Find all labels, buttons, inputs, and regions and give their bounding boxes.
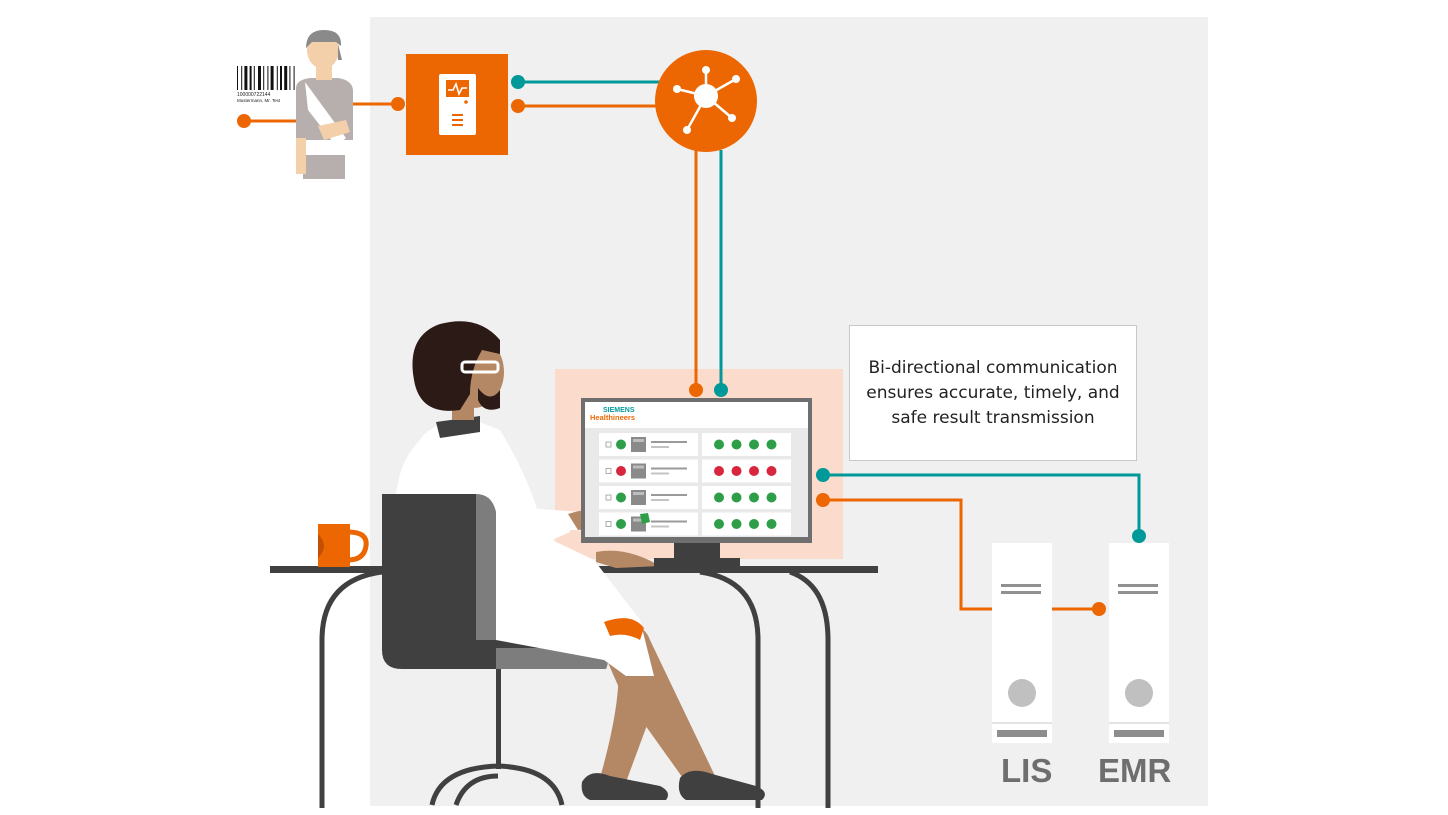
monitor-row <box>599 433 791 456</box>
monitor <box>581 398 812 567</box>
barcode-bar <box>289 66 291 90</box>
barcode-bar <box>263 66 265 90</box>
row-indicator-icon <box>731 439 742 450</box>
barcode-bar <box>249 66 252 90</box>
row-checkbox[interactable] <box>605 468 612 474</box>
barcode-bar <box>293 66 295 90</box>
barcode-bar <box>258 66 261 90</box>
brand-siemens: SIEMENS <box>603 407 635 414</box>
row-checkbox[interactable] <box>605 494 612 501</box>
brand-healthineers: Healthineers <box>590 413 636 422</box>
coffee-mug <box>318 524 369 567</box>
barcode-bar <box>253 66 255 90</box>
barcode-bar <box>276 66 278 90</box>
row-checkbox[interactable] <box>605 521 612 527</box>
row-indicator-icon <box>714 519 724 529</box>
barcode-bar <box>284 66 288 90</box>
monitor-row <box>599 486 791 509</box>
row-indicator-icon <box>749 466 759 476</box>
monitor-row <box>599 512 791 536</box>
barcode-bar <box>241 66 243 90</box>
monitor-rows <box>599 433 791 536</box>
row-indicator-icon <box>731 466 742 476</box>
check-status-icon <box>616 492 626 503</box>
callout-text: Bi-directional communication ensures acc… <box>866 357 1120 428</box>
barcode-bar <box>280 66 282 90</box>
check-status-icon <box>616 439 626 450</box>
lis-label: LIS <box>1001 752 1053 789</box>
row-indicator-icon <box>766 466 777 476</box>
clinician-figure <box>396 321 765 800</box>
barcode-name: Mustermann, Mr. Test <box>237 98 281 103</box>
row-indicator-icon <box>749 519 759 529</box>
hub-network-icon <box>655 50 757 152</box>
barcode-bar <box>270 66 274 90</box>
callout-box: Bi-directional communication ensures acc… <box>849 325 1137 461</box>
connection-dots <box>237 75 1146 616</box>
barcode-number: 100000722144 <box>237 92 271 98</box>
barcode-bar <box>267 66 269 90</box>
monitor-row <box>599 459 791 483</box>
row-indicator-icon <box>714 466 724 476</box>
analyzer-device-icon <box>406 54 508 155</box>
row-indicator-icon <box>766 492 777 503</box>
row-indicator-icon <box>766 439 777 450</box>
row-indicator-icon <box>714 439 724 450</box>
emr-label: EMR <box>1098 752 1172 789</box>
barcode-bar <box>237 66 238 90</box>
row-checkbox[interactable] <box>605 441 612 448</box>
lis-server <box>992 543 1052 743</box>
row-indicator-icon <box>749 492 759 503</box>
row-indicator-icon <box>749 439 759 450</box>
row-indicator-icon <box>731 519 742 529</box>
row-indicator-icon <box>766 519 777 529</box>
row-indicator-icon <box>731 492 742 503</box>
error-status-icon <box>616 466 626 476</box>
row-indicator-icon <box>714 492 724 503</box>
emr-server <box>1109 543 1169 743</box>
patient-barcode <box>237 66 295 90</box>
barcode-bar <box>244 66 248 90</box>
check-status-icon <box>616 519 626 529</box>
patient-figure <box>296 30 353 179</box>
